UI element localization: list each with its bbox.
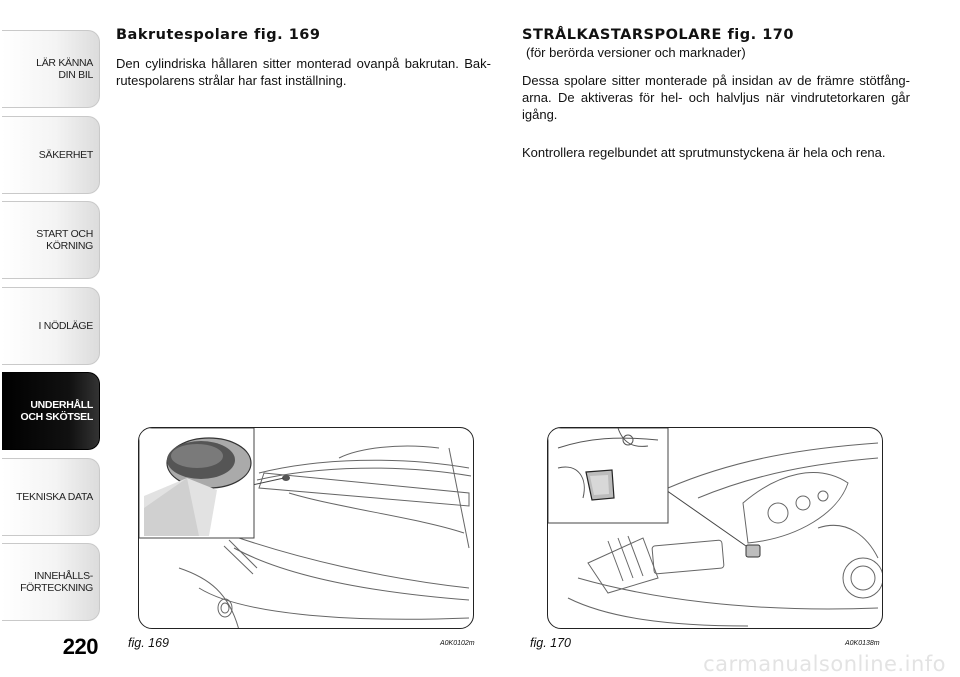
footer-watermark-bar: carmanualsonline.info — [0, 652, 960, 677]
tab-start-och-korning[interactable]: START OCH KÖRNING — [2, 201, 100, 279]
tab-lar-kanna-din-bil[interactable]: LÄR KÄNNA DIN BIL — [2, 30, 100, 108]
body-stralkastarspolare-2: Kontrollera regelbundet att sprutmunstyc… — [522, 145, 886, 160]
figure-170-label: fig. 170 — [530, 636, 572, 650]
body-bakrutespolare: Den cylindriska hållaren sitter monterad… — [116, 56, 491, 88]
watermark-text: carmanualsonline.info — [703, 652, 946, 676]
figure-170-headlamp-washer — [547, 427, 883, 629]
front-car-illustration — [548, 428, 882, 627]
figure-170-code: A0K0138m — [845, 640, 880, 647]
chapter-sidebar: LÄR KÄNNA DIN BIL SÄKERHET START OCH KÖR… — [0, 0, 102, 677]
figure-169-rear-washer — [138, 427, 474, 629]
tab-i-nodlage[interactable]: I NÖDLÄGE — [2, 287, 100, 365]
heading-bakrutespolare: Bakrutespolare fig. 169 — [116, 27, 321, 43]
figure-169-code: A0K0102m — [440, 640, 475, 647]
rear-car-illustration — [139, 428, 472, 628]
body-stralkastarspolare-1: Dessa spolare sitter monterade på insida… — [522, 73, 910, 122]
subheading-versioner: (för berörda versioner och marknader) — [526, 45, 746, 60]
heading-stralkastarspolare: STRÅLKASTARSPOLARE fig. 170 — [522, 27, 794, 43]
figure-169-label: fig. 169 — [128, 636, 170, 650]
tab-innehallsforteckning[interactable]: INNEHÅLLS- FÖRTECKNING — [2, 543, 100, 621]
tab-tekniska-data[interactable]: TEKNISKA DATA — [2, 458, 100, 536]
page-number: 220 — [62, 634, 99, 659]
tab-underhall-och-skotsel[interactable]: UNDERHÅLL OCH SKÖTSEL — [2, 372, 100, 450]
tab-sakerhet[interactable]: SÄKERHET — [2, 116, 100, 194]
